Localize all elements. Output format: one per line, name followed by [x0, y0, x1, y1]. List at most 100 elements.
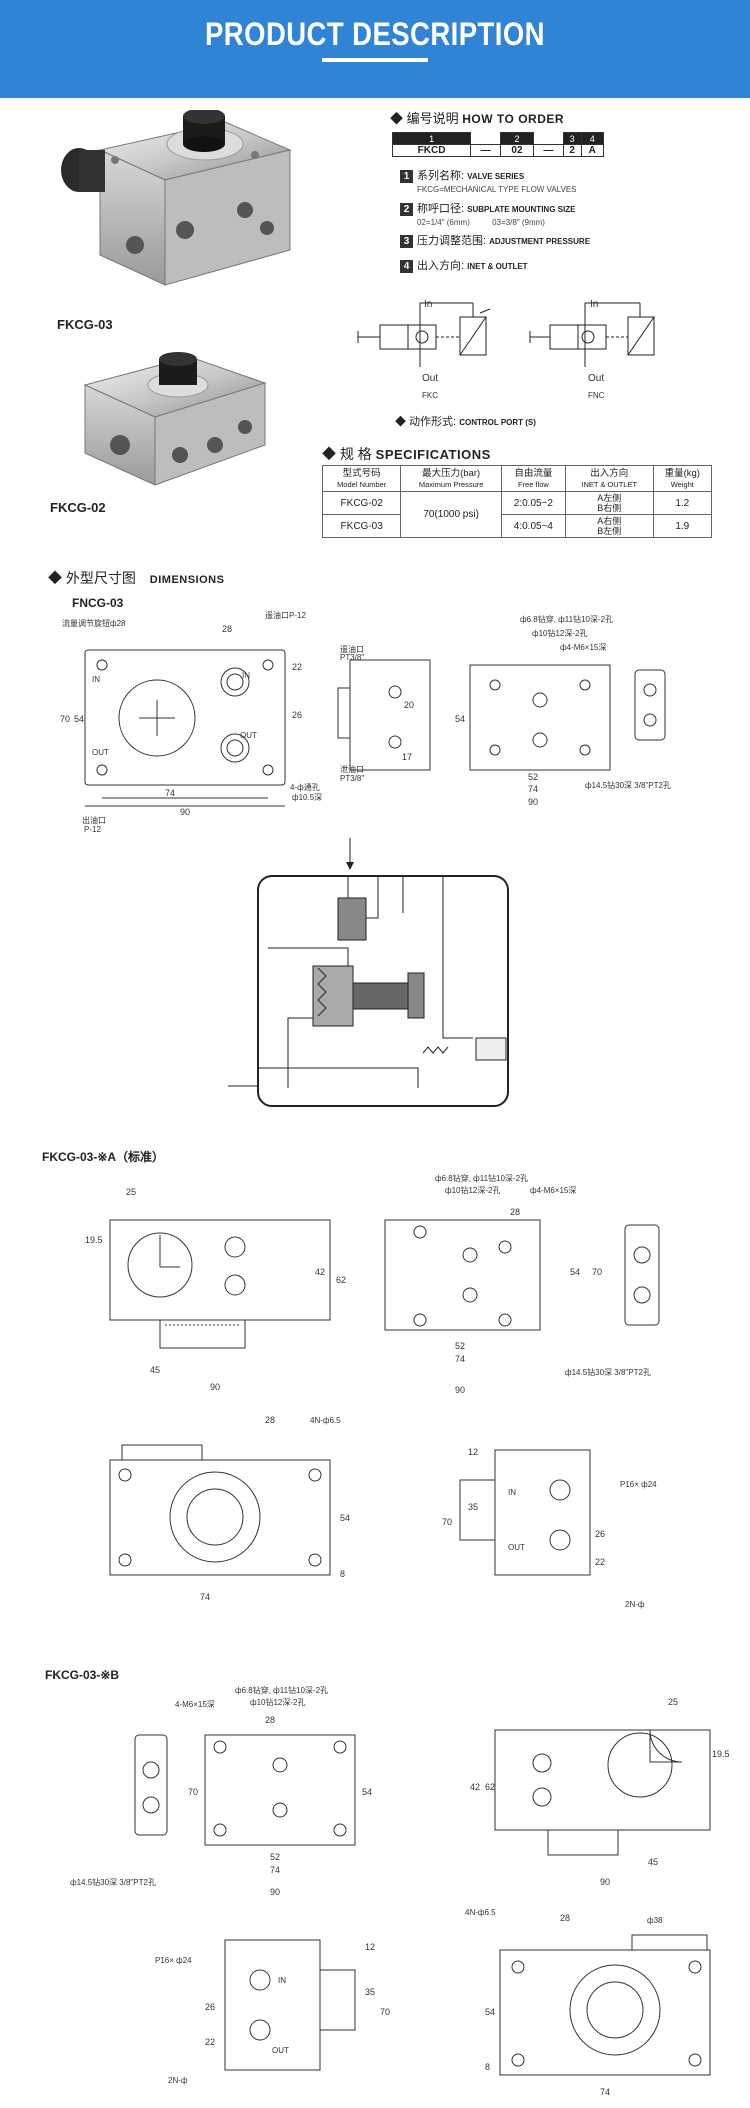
control-port-en: CONTROL PORT (S) [459, 418, 536, 427]
position-3: 3 [562, 132, 582, 145]
fncg-dim-54: 54 [74, 714, 84, 724]
order-item-1-cn: 系列名称: [417, 170, 465, 182]
specifications-title: ◆ 规 格 SPECIFICATIONS [322, 446, 491, 462]
code-size: 02 [500, 144, 534, 157]
drain-label: 泄油口 [340, 764, 364, 774]
a-n2-label: 2N-ф [625, 1600, 645, 1609]
b-dim-52: 52 [270, 1852, 280, 1862]
a-drill10-label: ф10钻12深-2孔 [445, 1185, 501, 1195]
fncg-03-drawing: 74 90 70 54 28 22 26 IN OUT IN OUT 流量调节旋… [60, 610, 671, 834]
a-m6-label: ф4-M6×15深 [530, 1186, 576, 1195]
fncg-dim-22: 22 [292, 662, 302, 672]
symbol-fnc-name: FNC [588, 391, 605, 400]
fncg-dim-90-top: 90 [528, 797, 538, 807]
spec-direction-a: A左侧 [597, 493, 622, 503]
b-dim-54-b: 54 [485, 2007, 495, 2017]
b-dim-22: 22 [205, 2037, 215, 2047]
fncg-dim-54-top: 54 [455, 714, 465, 724]
a-dim-90-top: 90 [455, 1385, 465, 1395]
b-bottom-view [499, 1934, 711, 2076]
order-item-3-en: ADJUSTMENT PRESSURE [489, 237, 591, 246]
spec-weight: 1.9 [652, 514, 713, 538]
spec-flow: 4:0.05~4 [500, 514, 566, 538]
b-dim-26: 26 [205, 2002, 215, 2012]
position-4: 4 [580, 132, 605, 145]
a-dim-42: 42 [315, 1267, 325, 1277]
spec-model: FKCG-03 [321, 514, 402, 538]
a-dim-35: 35 [468, 1502, 478, 1512]
specifications-title-en: SPECIFICATIONS [375, 447, 491, 462]
b-dim-62: 62 [485, 1782, 495, 1792]
b-top-view [204, 1734, 356, 1846]
code-dash-2: — [532, 144, 564, 157]
a-dim-90: 90 [210, 1382, 220, 1392]
a-dim-28-b: 28 [265, 1415, 275, 1425]
a-front-view [109, 1219, 331, 1349]
title-underline [322, 58, 428, 62]
b-dim-90: 90 [270, 1887, 280, 1897]
b-dim-74: 74 [270, 1865, 280, 1875]
dimensions-title: ◆ 外型尺寸图 DIMENSIONS [48, 570, 225, 586]
code-direction: A [580, 144, 605, 157]
b-drill10-label: ф10钻12深-2孔 [250, 1697, 306, 1707]
a-dim-12: 12 [468, 1447, 478, 1457]
through-hole-label: 4-ф通孔 [290, 782, 320, 792]
a-dim-74: 74 [455, 1354, 465, 1364]
b-dim-42: 42 [470, 1782, 480, 1792]
fncg-dim-74-top: 74 [528, 784, 538, 794]
b-dim-25: 25 [668, 1697, 678, 1707]
b-drill68-label: ф6.8钻穿, ф11钻10深-2孔 [235, 1685, 328, 1695]
cross-section-drawing [228, 838, 509, 1107]
position-1: 1 [391, 132, 472, 145]
order-item-3-cn: 压力调整范围: [417, 235, 487, 247]
spec-header-flow-cn: 自由流量 [514, 467, 553, 479]
symbol-fkc-in: In [424, 299, 432, 310]
fncg-side-view [337, 659, 431, 771]
b-dim-38: ф38 [647, 1916, 663, 1925]
a-pt-hole-label: ф14.5钻30深 3/8"PT2孔 [565, 1367, 651, 1377]
spec-weight: 1.2 [652, 491, 713, 515]
b-dim-54: 54 [362, 1787, 372, 1797]
b-dim-28: 28 [265, 1715, 275, 1725]
fkcg-02-photo [83, 352, 267, 486]
fncg-front-view [84, 649, 286, 807]
b-in-label: IN [278, 1976, 286, 1985]
spec-direction-a: A右侧 [597, 516, 622, 526]
order-item-3-num: 3 [400, 235, 413, 248]
spec-direction-b: B右侧 [597, 503, 622, 513]
fncg-dim-70: 70 [60, 714, 70, 724]
b-p16-label: P16× ф24 [155, 1956, 192, 1965]
b-dim-12: 12 [365, 1942, 375, 1952]
order-code-table: 1 2 3 4 FKCD — 02 — 2 A [391, 132, 605, 157]
a-dim-25: 25 [126, 1187, 136, 1197]
symbol-fkc-out: Out [422, 373, 438, 384]
spec-header-pressure-cn: 最大压力(bar) [422, 467, 481, 479]
b-dim-8: 8 [485, 2062, 490, 2072]
code-pressure: 2 [562, 144, 582, 157]
fncg-dim-52: 52 [528, 772, 538, 782]
spec-pressure: 70(1000 psi) [400, 491, 502, 538]
a-dim-70-side: 70 [442, 1517, 452, 1527]
spec-model: FKCG-02 [321, 491, 402, 515]
a-dim-70: 70 [592, 1267, 602, 1277]
spec-header-weight-cn: 重量(kg) [664, 467, 700, 479]
spec-header-flow-en: Free flow [517, 479, 549, 489]
b-side-strip [134, 1734, 168, 1836]
photo-caption-fkcg-02: FKCG-02 [50, 500, 106, 515]
fkcg-03-b-label: FKCG-03-※B [45, 1668, 120, 1682]
pilot-pt-label: 遥油口 [340, 644, 364, 654]
page-header: PRODUCT DESCRIPTION [0, 0, 750, 98]
dimensions-title-en: DIMENSIONS [149, 574, 225, 586]
spec-header-weight: 重量(kg)Weight [652, 465, 713, 492]
how-to-order-title-cn: 编号说明 [406, 111, 459, 126]
a-dim-19-5: 19.5 [85, 1235, 103, 1245]
b-dim-45: 45 [648, 1857, 658, 1867]
a-drill68-label: ф6.8钻穿, ф11钻10深-2孔 [435, 1173, 528, 1183]
